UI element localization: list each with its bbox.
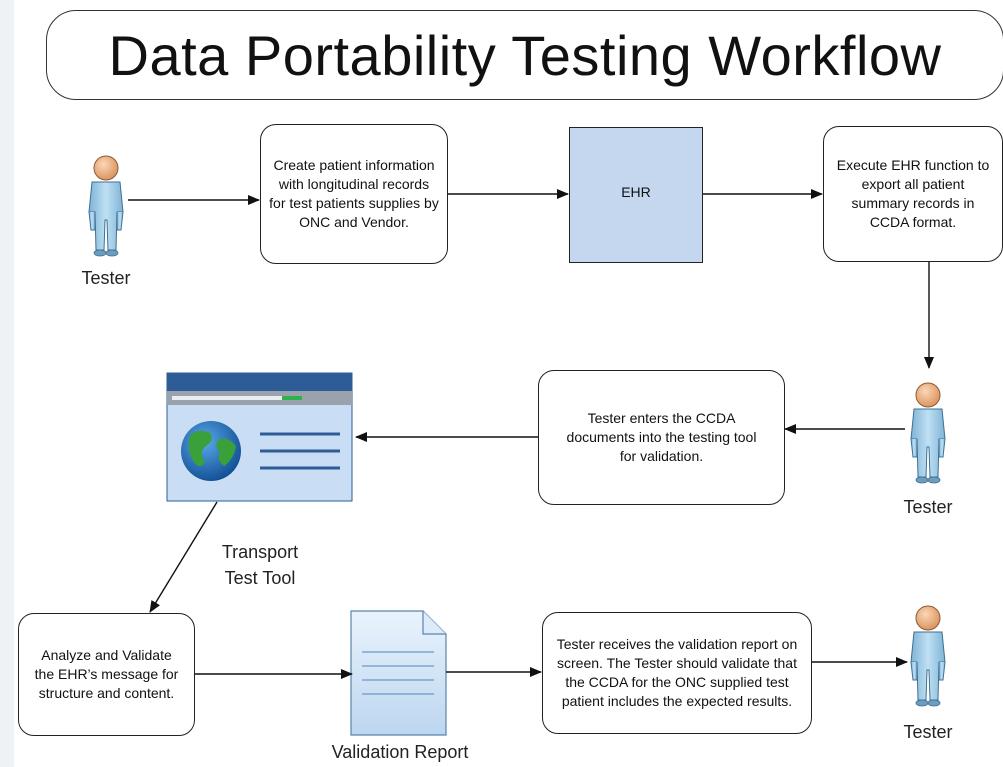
page-title: Data Portability Testing Workflow (46, 10, 1003, 100)
arrow-tool-to-analyze (149, 501, 218, 613)
tester-2-label: Tester (903, 497, 953, 517)
tester-3-person-icon (910, 605, 946, 707)
transport-tool-line-2: Test Tool (224, 568, 296, 588)
tester-3-label: Tester (903, 722, 953, 742)
ehr-box: EHR (569, 127, 703, 263)
document-icon (350, 610, 447, 736)
tester-1-person-icon (88, 155, 124, 257)
validation-report-label: Validation Report (331, 742, 469, 762)
enter-ccda-box: Tester enters the CCDA documents into th… (538, 370, 785, 505)
create-patient-box: Create patient information with longitud… (260, 124, 448, 264)
transport-tool-line-1: Transport (221, 542, 299, 562)
browser-globe-icon (166, 372, 353, 502)
analyze-validate-box: Analyze and Validate the EHR’s message f… (18, 613, 195, 736)
left-margin-strip (0, 0, 14, 767)
transport-test-tool-label: Transport Test Tool (200, 539, 320, 591)
tester-1-label: Tester (81, 268, 131, 288)
receive-report-box: Tester receives the validation report on… (542, 612, 812, 734)
execute-export-box: Execute EHR function to export all patie… (823, 126, 1003, 262)
tester-2-person-icon (910, 382, 946, 484)
